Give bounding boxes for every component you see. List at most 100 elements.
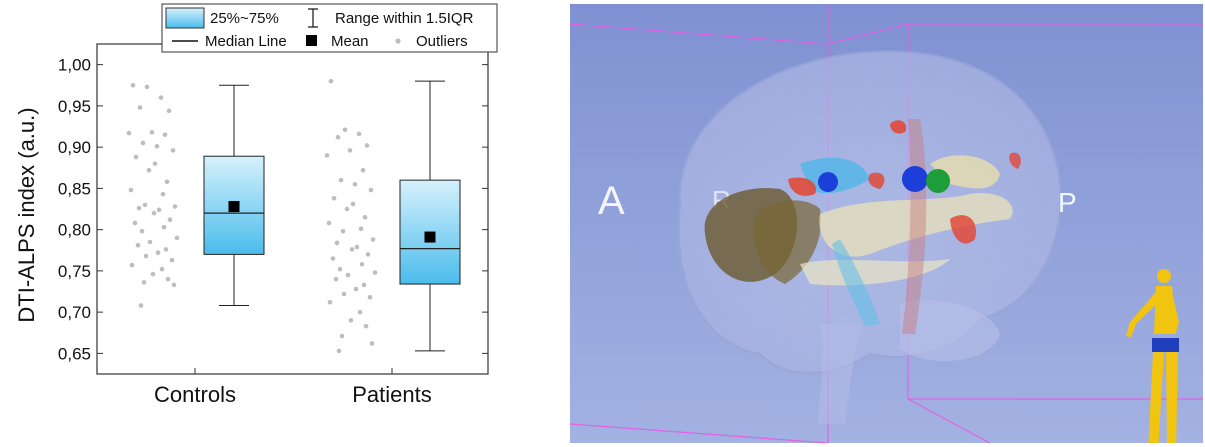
data-point <box>154 144 160 149</box>
data-point <box>163 247 169 252</box>
data-point <box>339 333 345 339</box>
data-point <box>147 239 153 245</box>
y-tick-label: 0,95 <box>58 97 91 116</box>
iqr-box <box>399 179 461 285</box>
data-point <box>140 140 146 146</box>
data-point <box>358 226 364 232</box>
data-point <box>136 205 142 211</box>
data-point <box>359 261 365 267</box>
data-point <box>162 132 168 138</box>
data-point <box>362 214 368 220</box>
data-point <box>347 148 353 153</box>
legend-box-swatch <box>165 7 205 29</box>
data-point <box>174 235 180 241</box>
legend: 25%~75% Range within 1.5IQR Median Line … <box>161 3 498 53</box>
data-point <box>337 266 343 272</box>
data-point <box>345 272 351 278</box>
data-point <box>138 303 144 308</box>
mean-marker <box>424 231 436 243</box>
data-point <box>341 291 347 297</box>
data-point <box>126 130 132 136</box>
data-point <box>166 108 172 114</box>
data-point <box>365 252 371 257</box>
legend-mean-icon <box>306 35 317 46</box>
y-tick-label: 0,70 <box>58 303 91 322</box>
mean-marker <box>228 201 240 213</box>
data-point <box>128 187 134 193</box>
sphere-blue-right <box>902 166 928 192</box>
data-point <box>161 224 167 230</box>
data-point <box>165 276 171 282</box>
sphere-green <box>926 169 950 193</box>
data-point <box>146 167 152 173</box>
data-point <box>144 84 150 90</box>
data-point <box>357 309 363 315</box>
data-point <box>159 266 165 272</box>
tract-red-5 <box>868 172 885 189</box>
data-point <box>369 341 375 346</box>
data-point <box>143 253 149 259</box>
data-point <box>139 228 145 234</box>
x-tick-label-patients: Patients <box>352 382 432 407</box>
data-point <box>155 250 161 256</box>
data-point <box>170 148 176 153</box>
tract-blue-2 <box>832 239 880 326</box>
data-point <box>130 82 136 88</box>
data-point <box>167 217 173 223</box>
data-point <box>141 280 147 285</box>
y-tick-label: 0,65 <box>58 344 91 363</box>
tract-red-2 <box>950 215 976 244</box>
y-tick-label: 0,75 <box>58 262 91 281</box>
data-point <box>372 270 378 275</box>
data-point <box>352 181 358 187</box>
data-point <box>340 228 346 234</box>
data-point <box>342 127 348 133</box>
data-point <box>135 243 141 248</box>
data-point <box>151 210 157 216</box>
legend-frame <box>161 3 498 53</box>
data-point <box>336 348 342 354</box>
brain-3d-view[interactable]: A R P <box>570 4 1203 443</box>
data-point <box>354 244 360 250</box>
data-point <box>169 257 175 263</box>
boxplot-chart: 1,00 0,95 0,90 0,85 0,80 0,75 0,70 0,65 25%~75%… <box>14 3 498 407</box>
data-point <box>328 78 334 84</box>
data-point <box>335 134 341 140</box>
data-point <box>364 143 370 148</box>
data-point <box>152 161 158 166</box>
label-anterior: A <box>598 179 625 223</box>
x-tick-label-controls: Controls <box>154 382 236 407</box>
legend-whisker-icon <box>308 8 318 28</box>
box-group-patients <box>324 78 461 354</box>
y-tick-label: 1,00 <box>58 56 91 75</box>
data-point <box>149 129 155 135</box>
data-point <box>356 131 362 137</box>
data-point <box>137 105 143 110</box>
legend-median-label: Median Line <box>205 33 287 50</box>
data-point <box>133 154 139 160</box>
data-point <box>361 282 367 288</box>
legend-mean-label: Mean <box>331 33 369 50</box>
data-point <box>326 220 332 226</box>
legend-outlier-icon <box>395 38 401 44</box>
y-tick-label: 0,90 <box>58 138 91 157</box>
data-point <box>368 187 374 193</box>
data-point <box>172 204 178 209</box>
cerebellum <box>900 300 1000 361</box>
sphere-blue-left <box>818 172 838 192</box>
tract-cream-3 <box>800 259 950 286</box>
data-point <box>338 177 344 183</box>
data-point <box>348 318 354 323</box>
y-tick-label: 0,85 <box>58 179 91 198</box>
data-point <box>164 179 170 185</box>
data-point <box>171 282 177 288</box>
data-point <box>142 202 148 208</box>
data-point <box>156 207 162 213</box>
data-point <box>333 276 339 282</box>
tract-red-3 <box>890 120 907 134</box>
data-point <box>327 299 333 305</box>
data-point <box>349 247 355 252</box>
y-tick-label: 0,80 <box>58 221 91 240</box>
data-point <box>344 206 350 212</box>
data-point <box>360 167 366 173</box>
